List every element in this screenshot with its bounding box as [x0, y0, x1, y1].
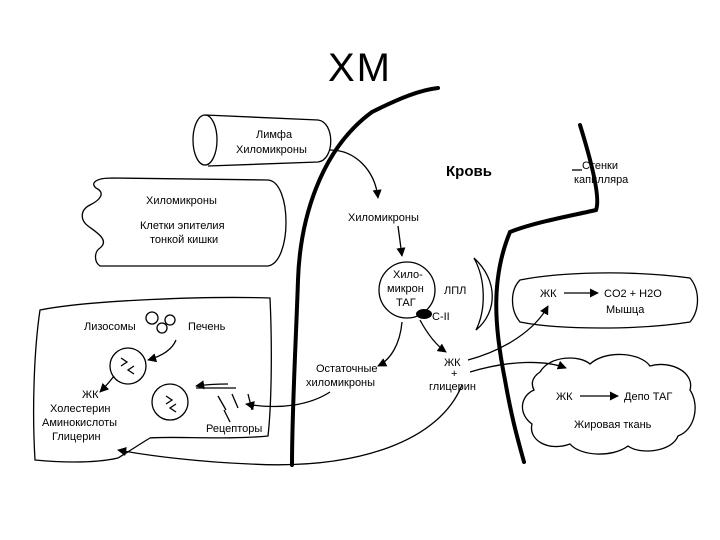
lymph-vessel: Лимфа Хиломикроны	[192, 114, 332, 167]
blood-label: Кровь	[446, 163, 492, 180]
fa-glycerol-label-2: +	[451, 368, 457, 380]
fa-glycerol-label-3: глицерин	[429, 381, 476, 393]
apo-c2-marker	[416, 309, 432, 319]
adipose-tissue: ЖК Депо ТАГ Жировая ткань	[521, 353, 696, 455]
lysosome-output-arrow	[99, 375, 115, 393]
to-fa-glycerol-arrow	[419, 319, 447, 353]
fa-to-muscle-arrow	[467, 305, 549, 361]
receptor-uptake-arrow	[195, 380, 229, 390]
adipose-depot-label: Депо ТАГ	[624, 391, 672, 403]
chylomicron-particle: Хило- микрон ТАГ	[378, 261, 436, 319]
epithelium-intestine-label: тонкой кишки	[150, 234, 218, 246]
remnant-label-1: Остаточные	[316, 363, 377, 375]
lpl-enzyme-shape	[473, 257, 493, 331]
vesicle-fusion-arrow	[147, 339, 177, 363]
lysosome-vesicle	[109, 347, 147, 385]
chylo-particle-label-3: ТАГ	[396, 297, 416, 309]
capillary-walls-label-1: Стенки	[582, 160, 618, 172]
remnant-to-liver-arrow	[245, 391, 331, 410]
glycerol-to-liver-arrow	[117, 384, 463, 466]
chylo-particle-label-1: Хило-	[393, 269, 423, 281]
liver-output-4: Глицерин	[52, 431, 101, 443]
muscle-cell: ЖК CO2 + H2O Мышца	[511, 272, 699, 329]
chylo-particle-label-2: микрон	[387, 283, 424, 295]
blood-chylomicrons-label: Хиломикроны	[348, 212, 419, 224]
muscle-fa-label: ЖК	[540, 288, 557, 300]
liver-output-3: Аминокислоты	[42, 417, 117, 429]
capillary-walls-label-2: капилляра	[574, 174, 629, 186]
fa-to-adipose-arrow	[469, 360, 567, 373]
lymph-to-blood-arrow	[329, 149, 382, 199]
chylo-down-arrow	[396, 225, 406, 257]
apo-c2-label: С-II	[432, 311, 450, 323]
fa-glycerol-label-1: ЖК	[444, 357, 461, 369]
receptors-label: Рецепторы	[206, 423, 262, 435]
lymph-chylomicrons-label: Хиломикроны	[236, 144, 307, 156]
endosome-vesicle	[151, 383, 189, 421]
remnant-label-2: хиломикроны	[306, 377, 375, 389]
slide-title: ХМ	[328, 46, 392, 90]
muscle-label: Мышца	[606, 304, 645, 316]
liver-cell: Лизосомы Печень ЖК Холестерин Аминокисло…	[32, 296, 272, 463]
epithelium-chylomicrons-label: Хиломикроны	[146, 195, 217, 207]
to-remnant-arrow	[377, 321, 403, 367]
intestinal-epithelium: Хиломикроны Клетки эпителия тонкой кишки	[81, 177, 287, 267]
lymph-label: Лимфа	[256, 129, 293, 141]
receptors-pointer	[223, 409, 231, 423]
liver-output-2: Холестерин	[50, 403, 111, 415]
adipose-label: Жировая ткань	[574, 419, 652, 431]
capillary-walls	[290, 86, 600, 467]
liver-output-1: ЖК	[82, 389, 99, 401]
lpl-label: ЛПЛ	[444, 285, 466, 297]
epithelium-cells-label: Клетки эпителия	[140, 220, 225, 232]
muscle-products-label: CO2 + H2O	[604, 288, 662, 300]
lysosomes-label: Лизосомы	[84, 321, 136, 333]
liver-label: Печень	[188, 321, 226, 333]
adipose-fa-label: ЖК	[556, 391, 573, 403]
